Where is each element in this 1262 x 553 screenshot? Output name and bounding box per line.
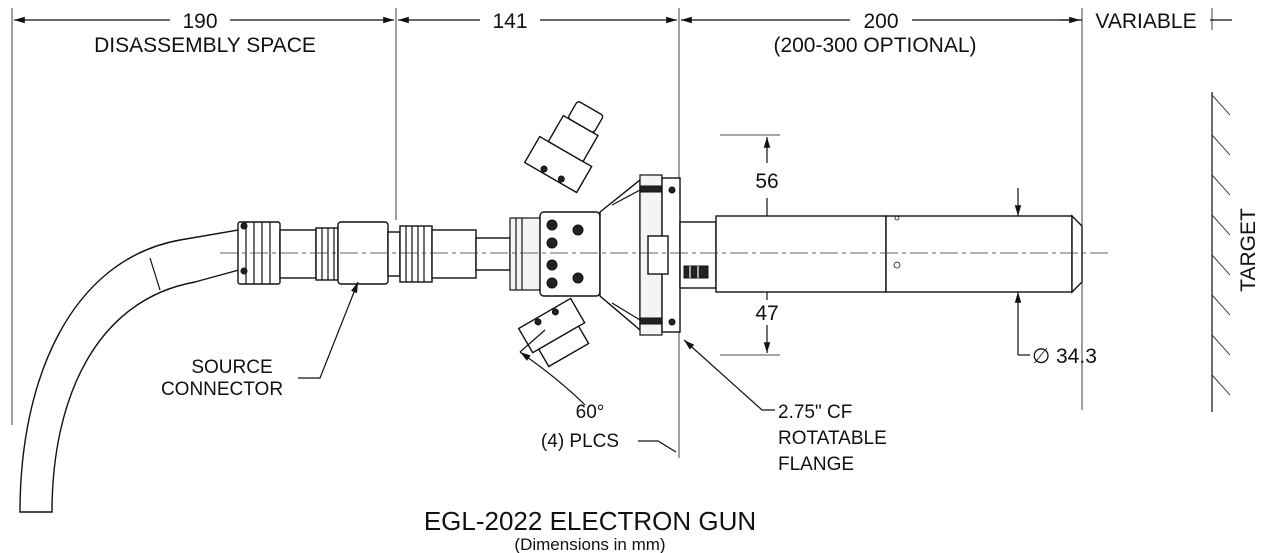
gun-tube — [679, 214, 1083, 294]
lower-height-dimension: 47 — [755, 302, 778, 325]
angle-label: 60° — [576, 402, 605, 423]
length-dimension: 200 — [863, 10, 898, 33]
upper-height-dimension: 56 — [755, 170, 778, 193]
source-connector-label-line2: CONNECTOR — [161, 379, 283, 400]
flange-label-line1: 2.75" CF — [778, 402, 852, 423]
diameter-symbol: ∅ — [1032, 345, 1050, 368]
flange-label-line2: ROTATABLE — [778, 428, 887, 449]
length-optional-note: (200-300 OPTIONAL) — [773, 34, 976, 57]
target-label: TARGET — [1237, 208, 1260, 292]
angle-places-label: (4) PLCS — [541, 431, 619, 452]
target-wall — [1211, 92, 1231, 412]
callout-leaders — [298, 281, 775, 453]
drawing-subtitle: (Dimensions in mm) — [514, 535, 665, 553]
middle-dimension: 141 — [492, 10, 527, 33]
disassembly-dimension: 190 — [182, 10, 217, 33]
diameter-dimension — [1014, 188, 1030, 356]
flange-label-line3: FLANGE — [778, 454, 854, 475]
gun-body — [509, 101, 681, 368]
diameter-value: 34.3 — [1056, 345, 1097, 368]
source-connector-label-line1: SOURCE — [191, 357, 272, 378]
disassembly-label: DISASSEMBLY SPACE — [94, 34, 316, 57]
drawing-title: EGL-2022 ELECTRON GUN — [424, 506, 756, 536]
variable-label: VARIABLE — [1095, 10, 1196, 33]
